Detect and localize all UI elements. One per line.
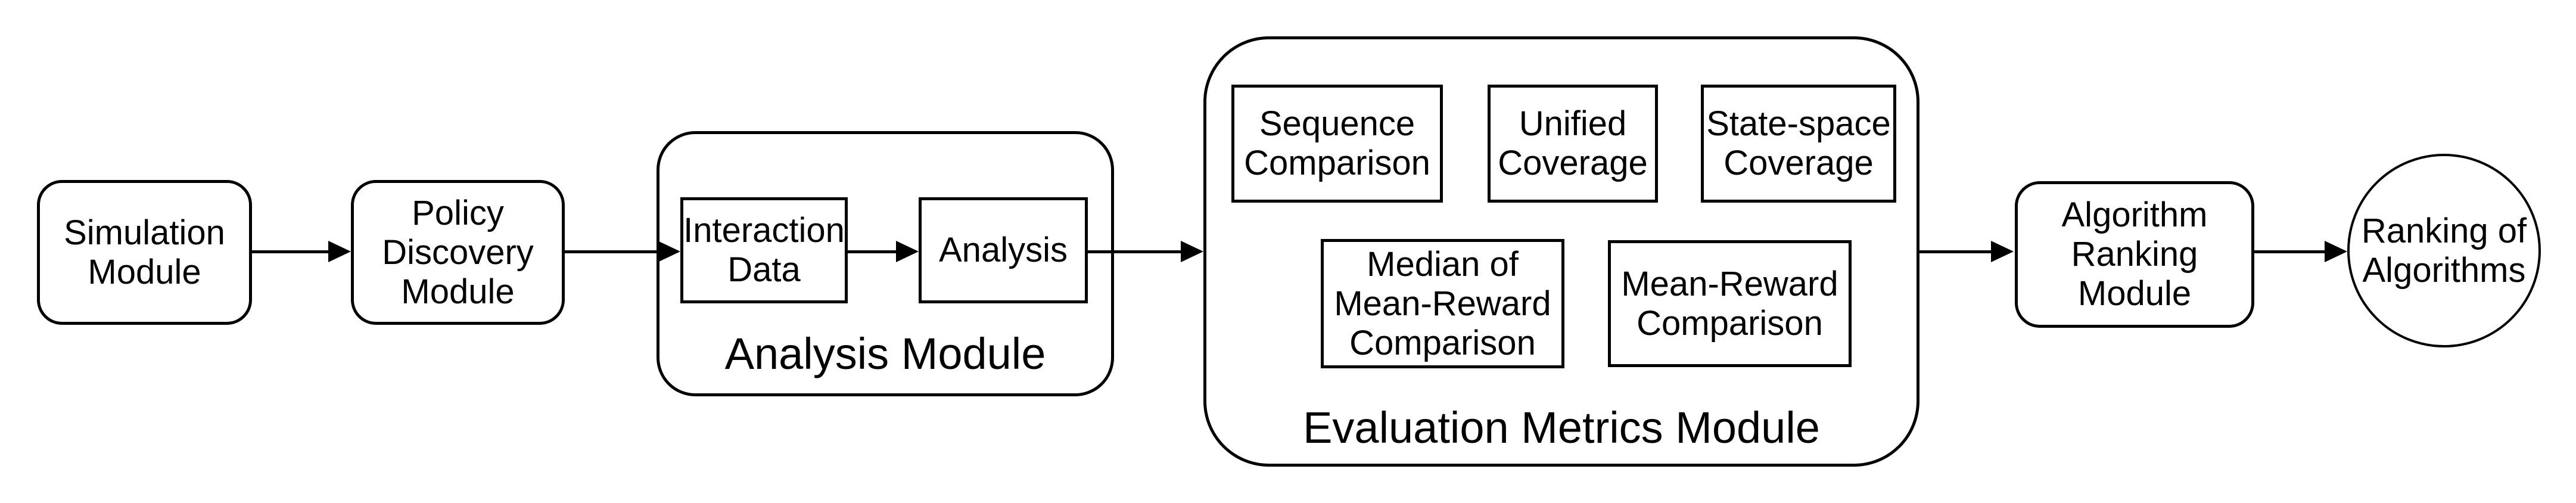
- arrow-interaction-to-analysis-line: [847, 250, 897, 253]
- node-ranking-of-algorithms: Ranking of Algorithms: [2347, 154, 2541, 347]
- arrow-evaluation-to-ranking-module-line: [1919, 250, 1993, 253]
- node-sequence-comparison: Sequence Comparison: [1231, 85, 1443, 203]
- node-unified-coverage: Unified Coverage: [1488, 85, 1658, 203]
- node-analysis: Analysis: [919, 197, 1088, 303]
- arrow-policy-to-interaction-line: [565, 250, 659, 253]
- analysis-module-label: Analysis Module: [724, 329, 1046, 378]
- node-simulation-module: Simulation Module: [37, 180, 252, 325]
- arrow-interaction-to-analysis-head: [896, 241, 919, 262]
- node-interaction-data: Interaction Data: [680, 197, 848, 303]
- arrow-policy-to-interaction-head: [658, 241, 680, 262]
- node-state-space-coverage: State-space Coverage: [1701, 85, 1896, 203]
- node-policy-discovery-module: Policy Discovery Module: [351, 180, 565, 325]
- arrow-analysis-to-evaluation-head: [1181, 241, 1203, 262]
- arrow-ranking-module-to-ranking-head: [2325, 241, 2347, 262]
- node-mean-reward-comparison: Mean-Reward Comparison: [1608, 240, 1852, 367]
- arrow-analysis-to-evaluation-line: [1088, 250, 1182, 253]
- node-algorithm-ranking-module: Algorithm Ranking Module: [2015, 181, 2254, 328]
- arrow-simulation-to-policy-line: [252, 250, 329, 253]
- arrow-evaluation-to-ranking-module-head: [1991, 241, 2014, 262]
- arrow-ranking-module-to-ranking-line: [2254, 250, 2327, 253]
- evaluation-metrics-module-label: Evaluation Metrics Module: [1303, 403, 1820, 452]
- node-median-of-mean-reward-comparison: Median of Mean-Reward Comparison: [1321, 239, 1564, 368]
- arrow-simulation-to-policy-head: [328, 241, 351, 262]
